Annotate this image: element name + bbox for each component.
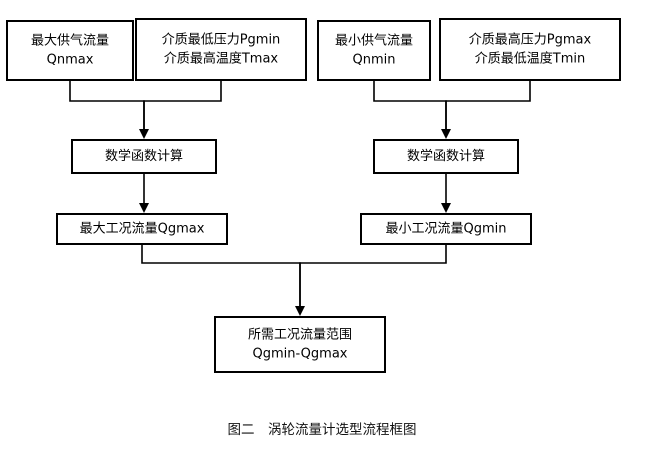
connector-min-working-flow-to-range — [299, 244, 447, 306]
node-required-working-flow-range-label-2: Qgmin-Qgmax — [253, 347, 348, 362]
node-required-working-flow-range: 所需工况流量范围 Qgmin-Qgmax — [214, 316, 386, 373]
node-max-supply-flow-label-1: 最大供气流量 — [31, 33, 109, 49]
nodes-layer: 最大供气流量 Qnmax 介质最低压力Pgmin 介质最高温度Tmax 最小供气流量 Qn… — [6, 18, 621, 373]
node-min-working-condition-flow-label-1: 最小工况流量Qgmin — [386, 222, 507, 237]
node-min-pressure-max-temp-label-1: 介质最低压力Pgmin — [162, 33, 281, 48]
node-max-pressure-min-temp: 介质最高压力Pgmax 介质最低温度Tmin — [439, 18, 621, 81]
node-max-pressure-min-temp-box — [439, 18, 621, 81]
node-min-supply-flow-box — [317, 20, 431, 81]
node-max-working-condition-flow-box — [56, 213, 228, 245]
connector-max-working-flow-to-range-arrowhead — [295, 306, 305, 316]
connector-min-pressure-max-temp-to-math-left — [143, 80, 222, 129]
node-min-supply-flow: 最小供气流量 Qnmin — [317, 20, 431, 81]
connector-max-working-flow-to-range — [141, 244, 301, 306]
connector-max-supply-flow-to-math-left-arrowhead — [139, 129, 149, 139]
figure-caption: 图二 涡轮流量计选型流程框图 — [228, 422, 417, 438]
connector-min-supply-flow-to-math-right-arrowhead — [441, 129, 451, 139]
connectors-layer — [69, 80, 531, 316]
node-max-supply-flow: 最大供气流量 Qnmax — [6, 20, 134, 81]
node-min-working-condition-flow-box — [360, 213, 532, 245]
node-min-pressure-max-temp-label-2: 介质最高温度Tmax — [164, 51, 279, 67]
node-math-function-calculation-right-box — [373, 139, 519, 174]
node-math-function-calculation-right: 数学函数计算 — [373, 139, 519, 174]
node-math-function-calculation-right-label-1: 数学函数计算 — [407, 148, 485, 164]
node-max-supply-flow-label-2: Qnmax — [47, 53, 94, 68]
connector-math-right-to-min-working-flow-arrowhead — [441, 203, 451, 213]
connector-max-supply-flow-to-math-left — [69, 80, 145, 129]
node-max-working-condition-flow: 最大工况流量Qgmax — [56, 213, 228, 245]
node-required-working-flow-range-box — [214, 316, 386, 373]
connector-max-pressure-min-temp-to-math-right — [445, 80, 531, 129]
node-math-function-calculation-left-label-1: 数学函数计算 — [105, 148, 183, 164]
node-max-supply-flow-box — [6, 20, 134, 81]
node-max-pressure-min-temp-label-2: 介质最低温度Tmin — [475, 51, 585, 67]
node-min-supply-flow-label-2: Qnmin — [353, 53, 396, 68]
node-min-pressure-max-temp: 介质最低压力Pgmin 介质最高温度Tmax — [135, 18, 307, 81]
node-max-working-condition-flow-label-1: 最大工况流量Qgmax — [80, 222, 205, 237]
node-min-supply-flow-label-1: 最小供气流量 — [335, 33, 413, 49]
node-min-pressure-max-temp-box — [135, 18, 307, 81]
connector-math-left-to-max-working-flow-arrowhead — [139, 203, 149, 213]
node-min-working-condition-flow: 最小工况流量Qgmin — [360, 213, 532, 245]
node-math-function-calculation-left: 数学函数计算 — [71, 139, 217, 174]
node-required-working-flow-range-label-1: 所需工况流量范围 — [248, 328, 352, 343]
node-max-pressure-min-temp-label-1: 介质最高压力Pgmax — [469, 32, 592, 48]
node-math-function-calculation-left-box — [71, 139, 217, 174]
connector-min-supply-flow-to-math-right — [373, 80, 447, 129]
